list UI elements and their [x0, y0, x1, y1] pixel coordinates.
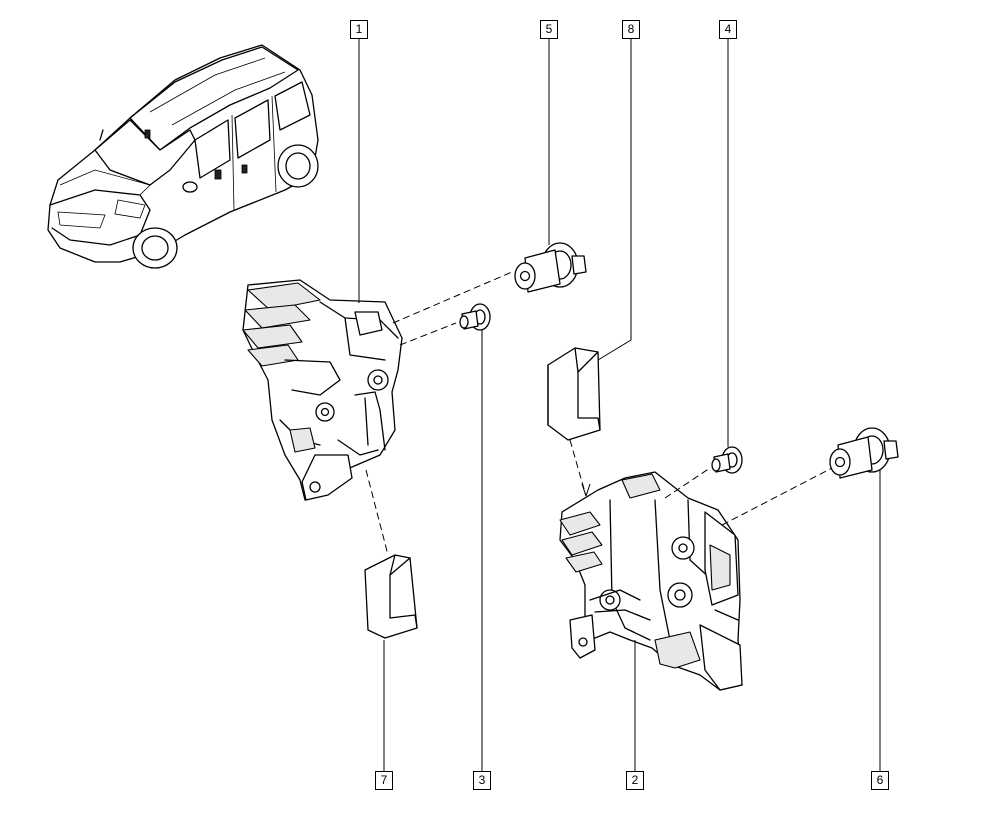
leader-lines [358, 37, 881, 771]
callout-2: 2 [626, 771, 644, 790]
door-lock-left [242, 279, 403, 501]
screw-3 [459, 303, 491, 331]
callout-7: 7 [375, 771, 393, 790]
cover-7 [364, 554, 418, 639]
callout-5: 5 [540, 20, 558, 39]
door-lock-right [559, 471, 743, 691]
callout-6: 6 [871, 771, 889, 790]
bolt-6 [829, 427, 899, 479]
callout-4: 4 [719, 20, 737, 39]
callout-3: 3 [473, 771, 491, 790]
assembly-lines [365, 271, 833, 556]
cover-8 [547, 347, 601, 441]
vehicle-locator-illustration [47, 44, 319, 269]
callout-8: 8 [622, 20, 640, 39]
bolt-5 [514, 242, 587, 293]
screw-4 [711, 446, 743, 474]
callout-1: 1 [350, 20, 368, 39]
